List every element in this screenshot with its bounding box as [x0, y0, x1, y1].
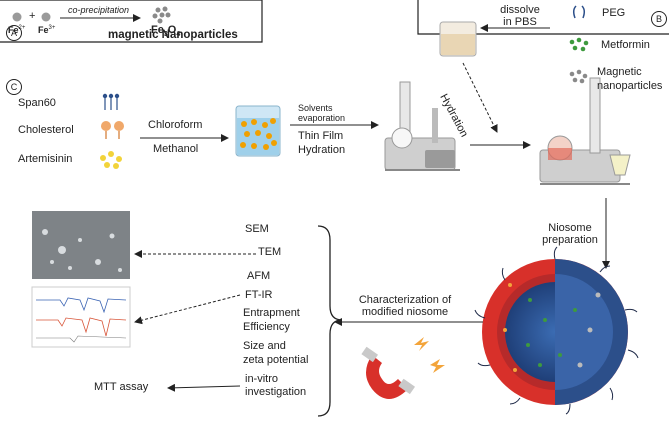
- fe3o4-formula: Fe3O4: [151, 24, 180, 38]
- dissolve-label: dissolve in PBS: [490, 4, 550, 28]
- chloroform-label: Chloroform: [148, 119, 203, 131]
- panel-a-frame: [0, 0, 263, 43]
- magnetic-np-icon: [569, 69, 588, 84]
- method-ftir: FT-IR: [245, 289, 273, 301]
- formula-sub1: 3: [163, 31, 168, 39]
- fe3-ion-icon: [41, 12, 51, 22]
- panel-a-tag: A: [6, 25, 22, 41]
- rotary-evaporator-1-icon: [384, 81, 460, 171]
- solvents-label: Solvents: [298, 103, 333, 113]
- magnet-icon: [361, 337, 445, 399]
- panel-c-tag: C: [6, 79, 22, 95]
- niosome-line1: Niosome: [548, 222, 592, 234]
- peg-icon: [572, 5, 586, 19]
- niosome-preparation-label: Niosome preparation: [535, 222, 605, 246]
- method-sem: SEM: [245, 223, 269, 235]
- span60-label: Span60: [18, 97, 56, 109]
- thin-film-label: Thin Film: [298, 130, 344, 142]
- pbs-beaker-icon: [439, 21, 477, 57]
- hydration-dashed-arrow: [462, 62, 498, 133]
- fe3-charge: 3+: [48, 25, 56, 31]
- fe3-base: Fe: [38, 25, 49, 35]
- fe2-base: Fe: [8, 25, 19, 35]
- legend-nanoparticles: nanoparticles: [597, 80, 663, 92]
- evaporation-label: evaporation: [298, 113, 346, 123]
- sem-image: [32, 211, 130, 279]
- metformin-icon: [569, 37, 589, 52]
- method-efficiency: Efficiency: [243, 321, 290, 333]
- dissolve-line2: in PBS: [503, 16, 537, 28]
- fe2-ion-icon: [12, 12, 22, 22]
- fe2-label: Fe2+: [8, 25, 25, 35]
- legend-magnetic: Magnetic: [597, 66, 642, 78]
- hydration-step-label: Hydration: [298, 144, 346, 156]
- method-tem: TEM: [258, 246, 282, 258]
- coprecipitation-label: co-precipitation: [68, 5, 130, 15]
- method-entrapment: Entrapment: [243, 307, 300, 319]
- artemisinin-label: Artemisinin: [18, 153, 73, 165]
- characterization-line1: Characterization of: [358, 294, 452, 306]
- panel-b-tag: B: [651, 11, 667, 27]
- fe2-charge: 2+: [18, 25, 26, 31]
- mtt-arrow: [167, 383, 241, 392]
- rotary-evaporator-2-icon: [539, 77, 631, 185]
- magnetic-nanoparticles-label: magnetic Nanoparticles: [108, 29, 238, 41]
- nanoparticle-cluster-icon: [152, 6, 171, 24]
- legend-metformin: Metformin: [601, 39, 650, 51]
- ftir-dashed-arrow: [134, 294, 241, 325]
- formula-sub2: 4: [176, 31, 181, 39]
- formula-o: O: [167, 24, 177, 36]
- characterization-label: Characterization of modified niosome: [345, 294, 465, 318]
- method-afm: AFM: [247, 270, 271, 282]
- method-invitro: in-vitro: [245, 373, 279, 385]
- plus-sign: +: [29, 10, 36, 22]
- methods-bracket: [317, 225, 343, 417]
- span60-icon: [102, 93, 120, 110]
- dissolve-line1: dissolve: [500, 4, 540, 16]
- ftir-spectrum-image: [31, 286, 131, 348]
- legend-peg: PEG: [602, 7, 626, 19]
- method-investigation: investigation: [245, 386, 307, 398]
- cholesterol-icon: [101, 121, 124, 139]
- niosome-sphere-icon: [474, 246, 639, 415]
- mtt-assay-label: MTT assay: [94, 381, 149, 393]
- methanol-label: Methanol: [153, 143, 199, 155]
- method-zeta: zeta potential: [243, 354, 309, 366]
- cholesterol-label: Cholesterol: [18, 124, 74, 136]
- niosome-line2: preparation: [542, 234, 598, 246]
- mixture-beaker-icon: [235, 105, 281, 157]
- formula-fe: Fe: [151, 24, 164, 36]
- fe3-label: Fe3+: [38, 25, 55, 35]
- characterization-line2: modified niosome: [361, 306, 449, 318]
- method-size: Size and: [243, 340, 286, 352]
- artemisinin-icon: [100, 151, 122, 169]
- panel-b-frame: [417, 0, 669, 35]
